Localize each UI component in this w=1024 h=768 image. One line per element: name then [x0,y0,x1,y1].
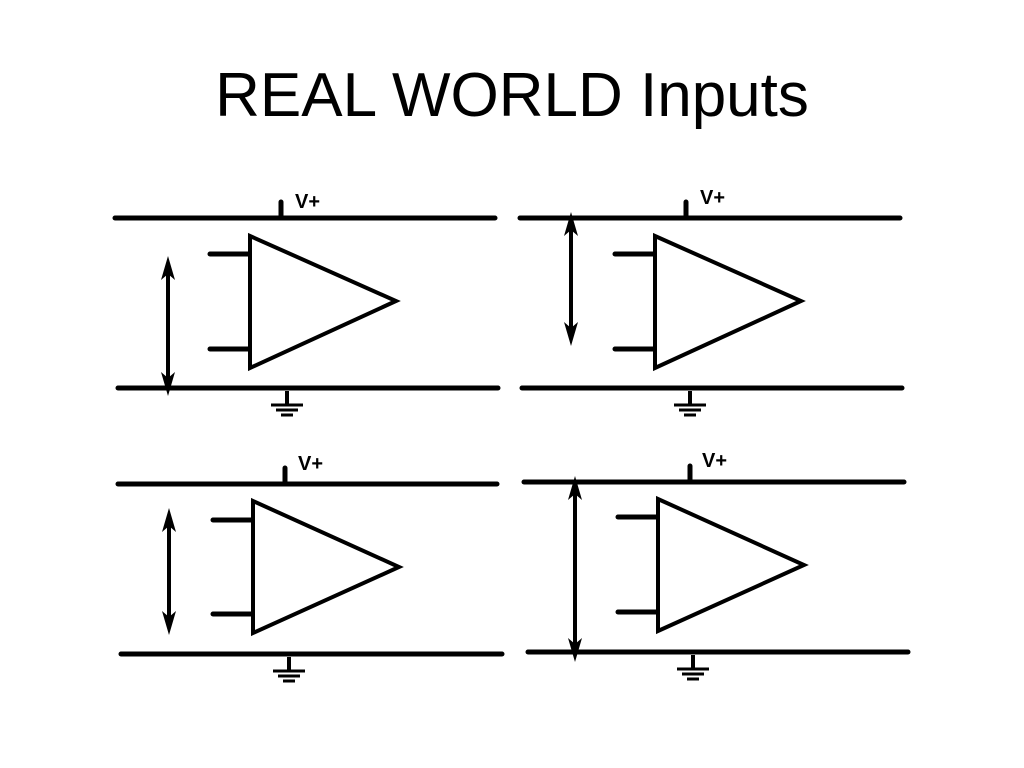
double-arrow-icon [564,212,578,346]
ground-symbol [675,653,711,681]
circuit-panel-4: V+ [521,450,911,681]
circuit-panel-3: V+ [115,453,505,683]
circuit-panel-1: V+ [112,191,501,417]
op-amp-symbol [248,232,401,372]
supply-label: V+ [298,453,323,475]
op-amp-symbol [251,497,404,637]
supply-label: V+ [702,450,727,472]
ground-symbol [271,655,307,683]
double-arrow-icon [568,476,582,662]
supply-label: V+ [295,191,320,213]
op-amp-symbol [656,495,809,635]
ground-symbol [672,389,708,417]
slide-title: REAL WORLD Inputs [215,61,809,130]
op-amp-symbol [653,232,806,372]
supply-label: V+ [700,187,725,209]
double-arrow-icon [162,508,176,635]
double-arrow-icon [161,256,175,396]
ground-symbol [269,389,305,417]
circuit-panel-2: V+ [517,187,905,417]
